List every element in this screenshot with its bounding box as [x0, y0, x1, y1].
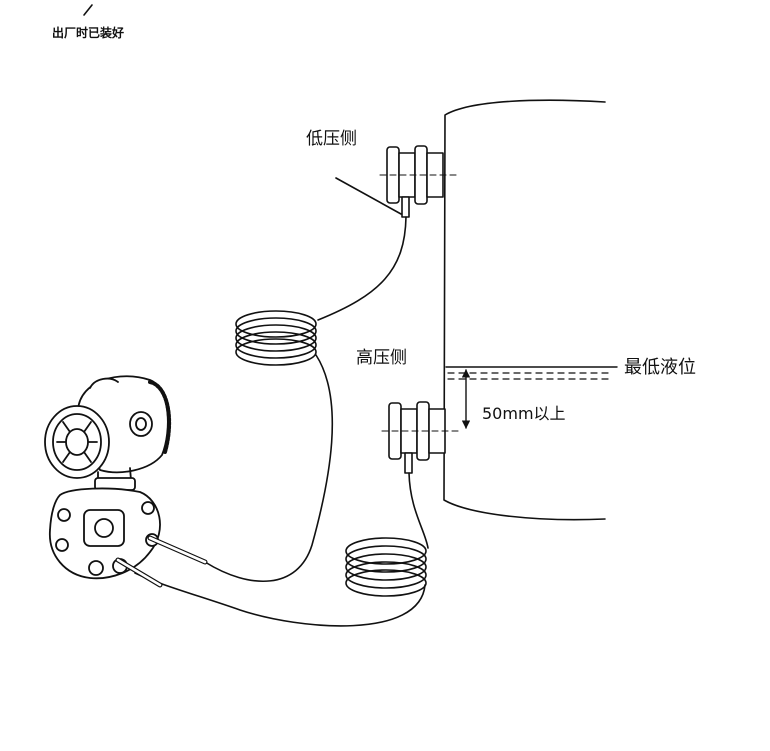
low-side-capillary	[317, 216, 407, 321]
high-pressure-flange	[381, 401, 461, 474]
distance-label: 50mm以上	[482, 404, 566, 423]
low-side-leader-line	[335, 177, 402, 215]
low-pressure-side-label: 低压侧	[306, 129, 357, 149]
high-pressure-side-label: 高压侧	[356, 348, 407, 368]
factory-installed-note: 出厂时已装好	[52, 26, 125, 40]
differential-pressure-transmitter	[44, 375, 208, 588]
note-pointer-line	[83, 4, 93, 16]
tank-outline	[443, 99, 606, 521]
lower-coil-to-transmitter-capillary	[134, 572, 426, 627]
high-side-capillary	[408, 472, 429, 549]
lower-capillary-coil	[345, 537, 427, 597]
upper-coil-to-transmitter-capillary	[204, 354, 334, 583]
min-liquid-level-label: 最低液位	[624, 357, 696, 378]
upper-capillary-coil	[235, 310, 317, 366]
low-pressure-flange	[379, 145, 459, 218]
